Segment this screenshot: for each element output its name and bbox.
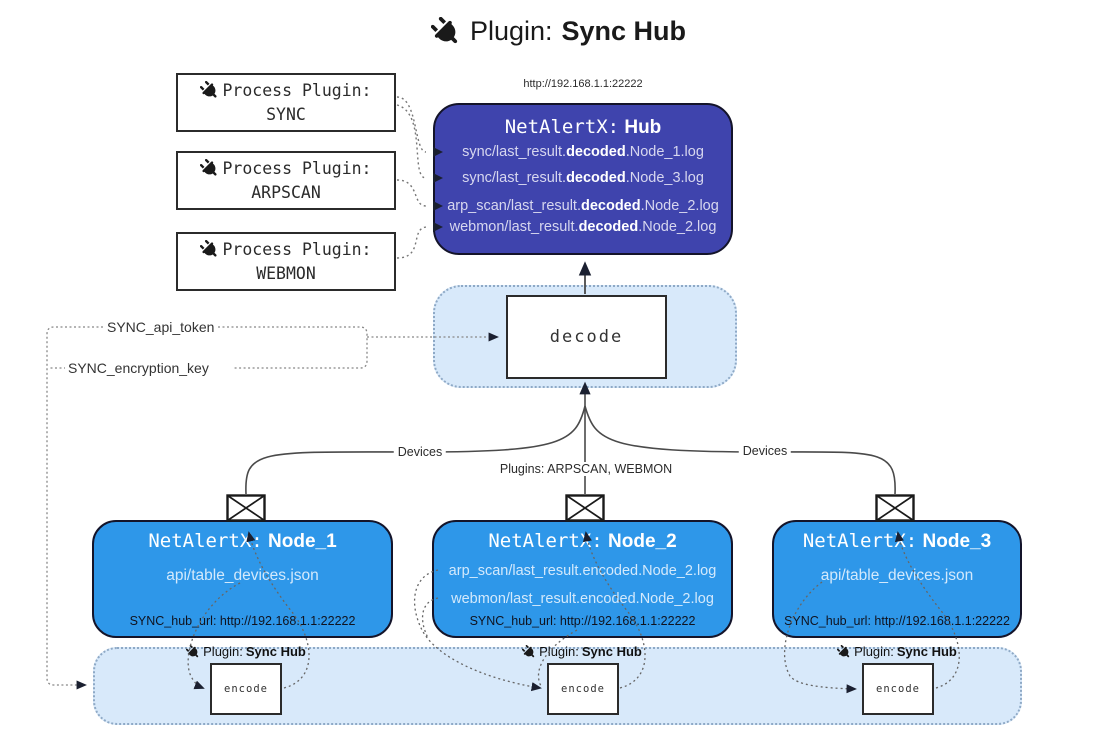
node-hub-url: SYNC_hub_url: http://192.168.1.1:22222 [784,614,1010,628]
page-title-name: Sync Hub [561,16,687,46]
process-plugin-arpscan: Process Plugin: ARPSCAN [176,151,396,210]
process-plugin-name: WEBMON [256,263,316,283]
edge-label-devices-right: Devices [738,444,792,458]
process-plugin-label: Process Plugin: [222,239,372,259]
edge-label-plugins: Plugins: ARPSCAN, WEBMON [495,462,677,476]
hub-title: NetAlertX: Hub [435,116,731,139]
plug-icon [200,240,219,259]
process-plugin-name: SYNC [266,104,306,124]
node-file: arp_scan/last_result.encoded.Node_2.log [448,563,717,579]
hub-title-prefix: NetAlertX: [504,116,620,138]
edge-label-devices-left: Devices [393,445,447,459]
hub-box: NetAlertX: Hub sync/last_result.decoded.… [433,103,733,255]
process-plugin-sync: Process Plugin: SYNC [176,73,396,132]
hub-log-line: webmon/last_result.decoded.Node_2.log [449,219,717,235]
plug-icon [200,81,219,100]
page-title: Plugin: Sync Hub [0,16,1117,47]
encode-box: encode [862,663,934,715]
node-file: api/table_devices.json [820,567,974,584]
encoder-label: Plugin: Sync Hub [502,644,662,659]
plug-icon [200,159,219,178]
hub-log-line: sync/last_result.decoded.Node_3.log [462,170,704,186]
process-plugin-webmon: Process Plugin: WEBMON [176,232,396,291]
plug-icon [431,17,461,47]
plugin-to-hub-links [396,96,427,259]
page-title-prefix: Plugin: [469,16,553,46]
hub-log-line: arp_scan/last_result.decoded.Node_2.log [447,198,719,214]
node-3-box: NetAlertX: Node_3 api/table_devices.json… [772,520,1022,638]
plug-icon [522,645,536,659]
node-2-box: NetAlertX: Node_2 arp_scan/last_result.e… [432,520,733,638]
node-hub-url: SYNC_hub_url: http://192.168.1.1:22222 [129,614,356,628]
encoder-label: Plugin: Sync Hub [817,644,977,659]
node-title: NetAlertX: Node_1 [148,530,337,552]
envelope-icon [226,494,266,522]
envelope-icon [565,494,605,522]
node-file: webmon/last_result.encoded.Node_2.log [451,591,714,607]
plug-icon [837,645,851,659]
encode-box: encode [210,663,282,715]
sync-api-token-label: SYNC_api_token [104,319,218,335]
plug-icon [186,645,200,659]
node-file: api/table_devices.json [166,567,319,584]
process-plugin-label: Process Plugin: [222,158,372,178]
process-plugin-name: ARPSCAN [251,182,321,202]
node-1-box: NetAlertX: Node_1 api/table_devices.json… [92,520,393,638]
encoder-label: Plugin: Sync Hub [166,644,326,659]
encode-box: encode [547,663,619,715]
node-hub-url: SYNC_hub_url: http://192.168.1.1:22222 [469,614,696,628]
nodes-to-decode-links [245,381,896,495]
node-title: NetAlertX: Node_3 [802,530,992,552]
process-plugin-label: Process Plugin: [222,80,372,100]
envelope-icon [875,494,915,522]
hub-url: http://192.168.1.1:22222 [523,78,643,90]
sync-encryption-key-label: SYNC_encryption_key [65,360,212,376]
decode-box: decode [506,295,667,379]
hub-title-name: Hub [624,117,662,138]
node-title: NetAlertX: Node_2 [488,530,677,552]
hub-log-line: sync/last_result.decoded.Node_1.log [462,144,704,160]
